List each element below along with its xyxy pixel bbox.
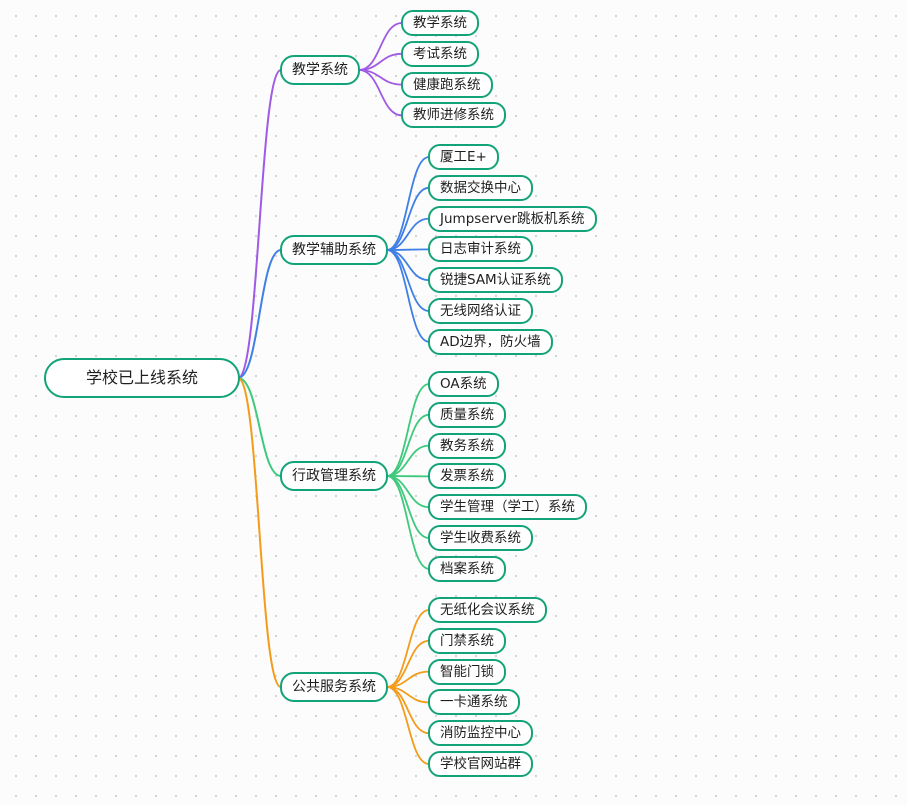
connector-line [237,249,282,379]
leaf-node[interactable]: 质量系统 [428,401,506,428]
connector-line [386,156,430,251]
leaf-node[interactable]: 健康跑系统 [401,71,493,98]
branch-node-public-service[interactable]: 公共服务系统 [280,672,388,702]
leaf-node[interactable]: 学生管理（学工）系统 [428,494,587,521]
connector-line [237,69,282,379]
connector-line [237,377,282,477]
leaf-node[interactable]: 无线网络认证 [428,298,533,324]
leaf-node[interactable]: 锐捷SAM认证系统 [428,267,563,294]
connector-line [386,475,430,570]
connector-line [237,377,282,688]
leaf-node[interactable]: 消防监控中心 [428,720,533,747]
leaf-node[interactable]: Jumpserver跳板机系统 [428,205,597,232]
leaf-node[interactable]: 学校官网站群 [428,751,533,777]
connector-line [386,186,430,251]
leaf-node[interactable]: 教师进修系统 [401,102,506,129]
leaf-node[interactable]: 发票系统 [428,463,506,490]
leaf-node[interactable]: 档案系统 [428,555,506,582]
leaf-node[interactable]: 厦工E+ [428,144,499,170]
leaf-node[interactable]: 数据交换中心 [428,174,533,201]
leaf-node[interactable]: 智能门锁 [428,658,506,685]
connector-line [386,413,430,477]
leaf-node[interactable]: 门禁系统 [428,627,506,654]
leaf-node[interactable]: 一卡通系统 [428,689,520,716]
branch-node-teaching-support[interactable]: 教学辅助系统 [280,235,388,265]
connector-line [386,383,430,477]
branch-node-teaching[interactable]: 教学系统 [280,55,360,85]
connector-line [386,686,430,765]
connector-line [386,475,430,509]
root-node[interactable]: 学校已上线系统 [44,358,240,398]
leaf-node[interactable]: 教务系统 [428,432,506,459]
connector-line [386,249,430,343]
connector-line [386,609,430,688]
leaf-node[interactable]: 考试系统 [401,40,479,67]
branch-node-administration[interactable]: 行政管理系统 [280,461,388,491]
leaf-node[interactable]: 学生收费系统 [428,525,533,551]
leaf-node[interactable]: 无纸化会议系统 [428,597,547,623]
connector-line [386,217,430,251]
connector-line [386,248,430,251]
leaf-node[interactable]: AD边界，防火墙 [428,328,553,355]
leaf-node[interactable]: 日志审计系统 [428,236,533,263]
leaf-node[interactable]: OA系统 [428,371,499,397]
connector-line [358,69,403,117]
leaf-node[interactable]: 教学系统 [401,10,479,36]
connector-line [386,249,430,312]
